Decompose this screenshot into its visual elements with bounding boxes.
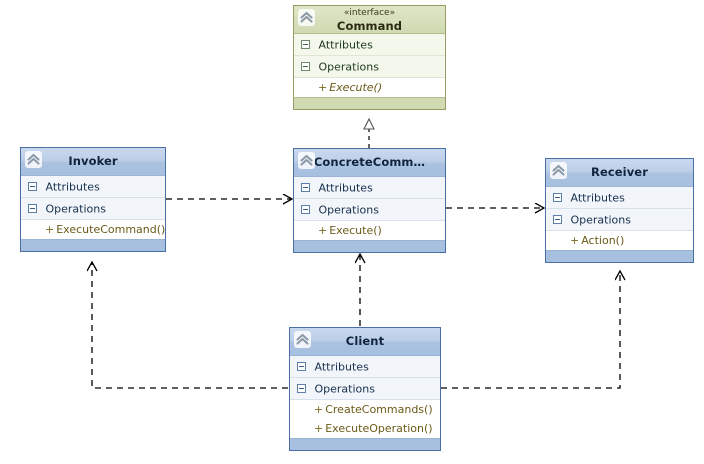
class-footer — [546, 250, 693, 262]
compartment-label: Operations — [570, 213, 631, 227]
collapse-toggle-icon[interactable] — [301, 204, 310, 214]
collapse-toggle-icon[interactable] — [297, 361, 306, 371]
class-title-concretecommand: ConcreteComm… — [313, 155, 426, 169]
collapse-toggle-icon[interactable] — [297, 383, 306, 393]
member-visibility: + — [45, 223, 55, 236]
compartment-label: Attributes — [314, 360, 369, 374]
collapse-toggle-icon[interactable] — [28, 181, 37, 191]
compartment-operations-receiver[interactable]: Operations — [546, 209, 693, 231]
member-row[interactable]: +Execute() — [294, 221, 445, 240]
member-visibility: + — [314, 422, 324, 435]
compartment-attributes-command[interactable]: Attributes — [294, 34, 445, 56]
chevron-up-icon[interactable] — [298, 9, 315, 26]
collapse-toggle-icon[interactable] — [301, 39, 310, 49]
member-visibility: + — [570, 234, 580, 247]
class-title-receiver: Receiver — [591, 165, 648, 179]
collapse-toggle-icon[interactable] — [553, 192, 562, 202]
compartment-label: Operations — [45, 202, 106, 216]
class-footer — [294, 240, 445, 252]
class-footer — [21, 239, 165, 251]
compartment-attributes-concretecommand[interactable]: Attributes — [294, 177, 445, 199]
compartment-label: Attributes — [570, 191, 625, 205]
collapse-toggle-icon[interactable] — [301, 182, 310, 192]
class-box-client[interactable]: Client Attributes Operations +CreateComm… — [289, 327, 441, 451]
class-header-concretecommand: ConcreteComm… — [294, 149, 445, 177]
compartment-label: Operations — [318, 203, 379, 217]
member-row[interactable]: +CreateCommands() — [290, 400, 440, 419]
member-row[interactable]: +Execute() — [294, 78, 445, 97]
collapse-toggle-icon[interactable] — [301, 61, 310, 71]
member-visibility: + — [318, 81, 328, 94]
member-text: Execute() — [329, 224, 382, 237]
chevron-up-icon[interactable] — [294, 331, 311, 348]
class-title-command: Command — [336, 19, 403, 33]
member-row[interactable]: +Action() — [546, 231, 693, 250]
class-header-receiver: Receiver — [546, 159, 693, 187]
class-box-invoker[interactable]: Invoker Attributes Operations +ExecuteCo… — [20, 147, 166, 252]
class-footer — [290, 438, 440, 450]
member-row[interactable]: +ExecuteCommand() — [21, 220, 165, 239]
chevron-up-icon[interactable] — [550, 162, 567, 179]
compartment-operations-invoker[interactable]: Operations — [21, 198, 165, 220]
class-box-command[interactable]: «interface» Command Attributes Operation… — [293, 5, 446, 110]
compartment-label: Attributes — [318, 181, 373, 195]
member-text: ExecuteCommand() — [56, 223, 166, 236]
compartment-attributes-client[interactable]: Attributes — [290, 356, 440, 378]
chevron-up-icon[interactable] — [298, 152, 315, 169]
class-header-invoker: Invoker — [21, 148, 165, 176]
compartment-label: Operations — [318, 60, 379, 74]
member-visibility: + — [314, 403, 324, 416]
class-box-concretecommand[interactable]: ConcreteComm… Attributes Operations +Exe… — [293, 148, 446, 253]
compartment-attributes-receiver[interactable]: Attributes — [546, 187, 693, 209]
member-row[interactable]: +ExecuteOperation() — [290, 419, 440, 438]
compartment-operations-client[interactable]: Operations — [290, 378, 440, 400]
compartment-label: Attributes — [45, 180, 100, 194]
member-text: Action() — [581, 234, 625, 247]
member-text: CreateCommands() — [325, 403, 433, 416]
collapse-toggle-icon[interactable] — [553, 214, 562, 224]
member-visibility: + — [318, 224, 328, 237]
compartment-operations-command[interactable]: Operations — [294, 56, 445, 78]
compartment-operations-concretecommand[interactable]: Operations — [294, 199, 445, 221]
class-header-command: «interface» Command — [294, 6, 445, 34]
member-text: ExecuteOperation() — [325, 422, 433, 435]
edge-dependency-client-receiver — [441, 272, 620, 389]
class-stereotype-command: «interface» — [343, 8, 396, 18]
class-title-invoker: Invoker — [68, 154, 118, 168]
edge-dependency-client-invoker — [92, 263, 288, 389]
compartment-attributes-invoker[interactable]: Attributes — [21, 176, 165, 198]
class-header-client: Client — [290, 328, 440, 356]
compartment-label: Attributes — [318, 38, 373, 52]
collapse-toggle-icon[interactable] — [28, 203, 37, 213]
member-text: Execute() — [329, 81, 383, 94]
compartment-label: Operations — [314, 382, 375, 396]
class-footer — [294, 97, 445, 109]
class-box-receiver[interactable]: Receiver Attributes Operations +Action() — [545, 158, 694, 263]
chevron-up-icon[interactable] — [25, 151, 42, 168]
class-title-client: Client — [345, 334, 385, 348]
